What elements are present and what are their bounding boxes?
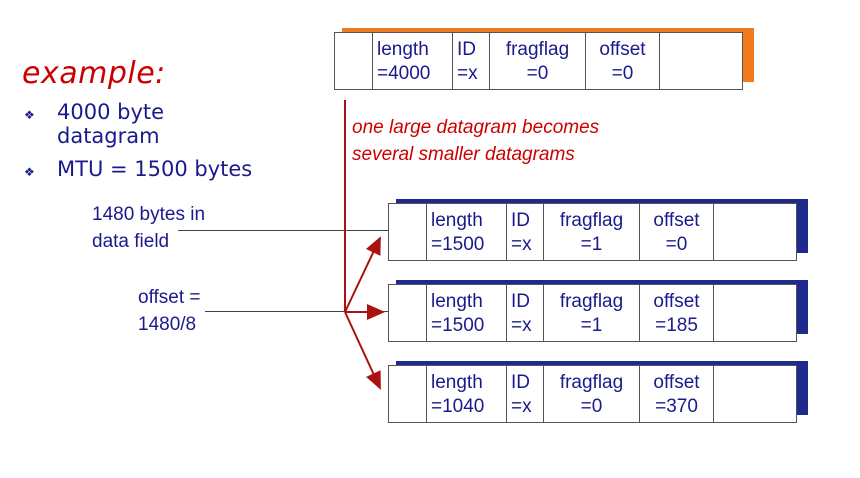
fragflag-field: fragflag=1 (544, 204, 640, 260)
header-cell-empty (389, 366, 427, 422)
page-title: example: (22, 56, 166, 91)
fragflag-label: fragflag (559, 290, 624, 312)
length-field: length=1040 (427, 366, 507, 422)
length-label: length (377, 38, 429, 60)
data-field-line-2: data field (92, 231, 170, 252)
offset-value: =0 (665, 233, 688, 255)
id-value: =x (511, 395, 532, 417)
offset-field: offset =0 (586, 33, 660, 89)
length-value: =1500 (431, 233, 485, 255)
fragflag-value: =1 (580, 314, 603, 336)
data-field-label: 1480 bytes in data field (92, 201, 205, 255)
fragflag-label: fragflag (505, 38, 570, 60)
offset-calc-label: offset = 1480/8 (138, 284, 201, 338)
length-value: =1500 (431, 314, 485, 336)
id-value: =x (511, 314, 532, 336)
length-value: =1040 (431, 395, 485, 417)
data-field-line-1: 1480 bytes in (92, 204, 206, 225)
arrow-to-fragment-1 (344, 236, 381, 313)
offset-calc-line-1: offset = (138, 287, 201, 308)
offset-value: =185 (655, 314, 698, 336)
bullet-icon: ❖ (24, 108, 35, 122)
fragflag-field: fragflag=0 (544, 366, 640, 422)
offset-field: offset=185 (640, 285, 714, 341)
note-line-1: one large datagram becomes (352, 117, 600, 138)
offset-label: offset (599, 38, 646, 60)
length-field: length =4000 (373, 33, 453, 89)
note-line-2: several smaller datagrams (352, 144, 575, 165)
fragflag-label: fragflag (559, 209, 624, 231)
header-cell-empty (335, 33, 373, 89)
bullet-mtu: MTU = 1500 bytes (57, 157, 253, 181)
offset-label: offset (653, 290, 700, 312)
length-field: length=1500 (427, 285, 507, 341)
fragmentation-note: one large datagram becomes several small… (352, 114, 599, 168)
id-label: ID (511, 290, 530, 312)
fragflag-value: =1 (580, 233, 603, 255)
offset-field: offset=0 (640, 204, 714, 260)
length-value: =4000 (377, 62, 431, 84)
arrow-to-fragment-3 (344, 311, 381, 390)
id-label: ID (511, 209, 530, 231)
header-cell-empty (389, 285, 427, 341)
fragflag-value: =0 (580, 395, 603, 417)
offset-label: offset (653, 209, 700, 231)
id-label: ID (511, 371, 530, 393)
id-field: ID=x (507, 366, 544, 422)
header-cell-empty (389, 204, 427, 260)
id-field: ID =x (453, 33, 490, 89)
offset-label: offset (653, 371, 700, 393)
bullet-datagram-size: 4000 byte datagram (57, 100, 165, 148)
length-field: length=1500 (427, 204, 507, 260)
bullet-icon: ❖ (24, 165, 35, 179)
fragflag-field: fragflag =0 (490, 33, 586, 89)
id-field: ID=x (507, 204, 544, 260)
offset-value: =370 (655, 395, 698, 417)
original-datagram: length =4000 ID =x fragflag =0 offset =0 (334, 32, 743, 90)
data-field-leader-line (178, 230, 434, 231)
id-value: =x (457, 62, 478, 84)
fragflag-field: fragflag=1 (544, 285, 640, 341)
offset-field: offset=370 (640, 366, 714, 422)
length-label: length (431, 371, 483, 393)
length-label: length (431, 290, 483, 312)
fragflag-value: =0 (526, 62, 549, 84)
id-label: ID (457, 38, 476, 60)
id-field: ID=x (507, 285, 544, 341)
length-label: length (431, 209, 483, 231)
id-value: =x (511, 233, 532, 255)
offset-value: =0 (611, 62, 634, 84)
fragflag-label: fragflag (559, 371, 624, 393)
offset-calc-line-2: 1480/8 (138, 314, 197, 335)
